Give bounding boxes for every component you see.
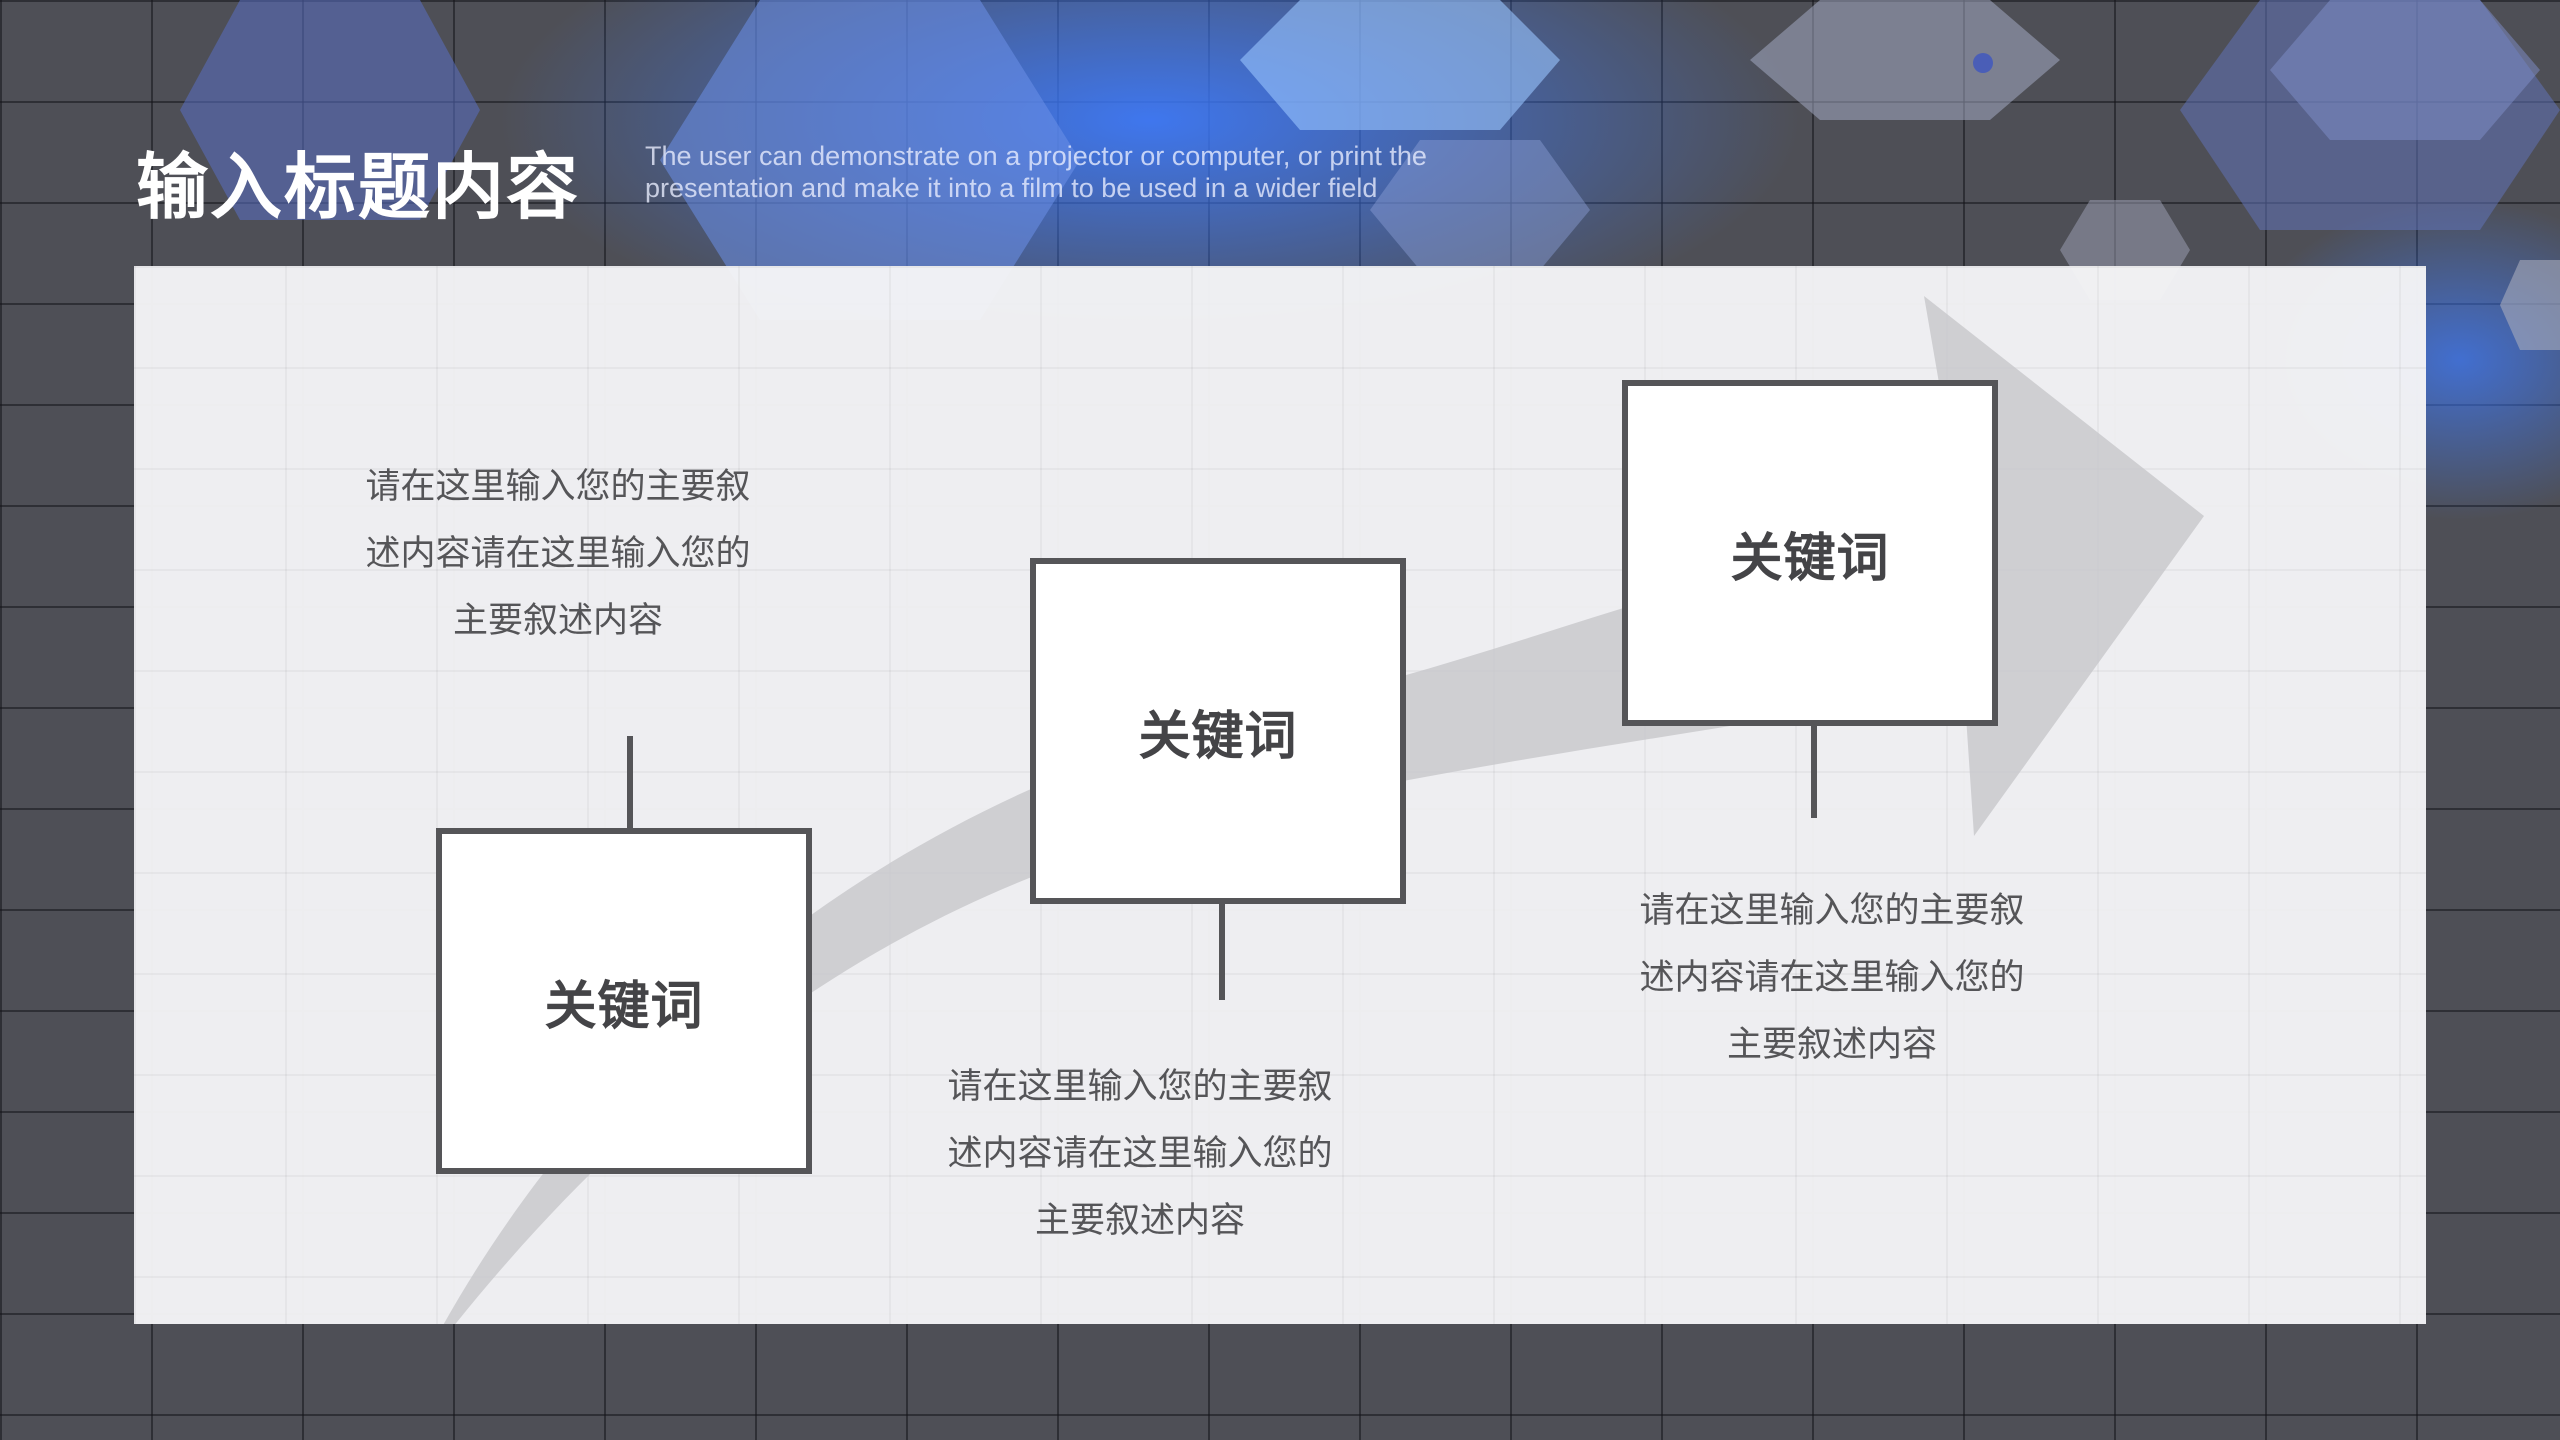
step-1-desc-line-3: 主要叙述内容 [452, 601, 663, 641]
step-2-keyword-box: 关键词 [1030, 558, 1406, 904]
step-2-description: 请在这里输入您的主要叙 述内容请在这里输入您的 主要叙述内容 [920, 1054, 1360, 1255]
step-1-keyword: 关键词 [544, 976, 704, 1037]
step-3-description: 请在这里输入您的主要叙 述内容请在这里输入您的 主要叙述内容 [1612, 878, 2052, 1079]
step-1-desc-line-2: 述内容请在这里输入您的 [365, 534, 751, 574]
step-3-keyword-box: 关键词 [1622, 380, 1998, 726]
step-3-desc-line-2: 述内容请在这里输入您的 [1639, 958, 2025, 998]
step-1-keyword-box: 关键词 [436, 828, 812, 1174]
step-1-desc-line-1: 请在这里输入您的主要叙 [365, 467, 751, 507]
content-panel: 请在这里输入您的主要叙 述内容请在这里输入您的 主要叙述内容 关键词 关键词 请… [134, 266, 2426, 1324]
step-2-keyword: 关键词 [1138, 706, 1298, 767]
page-subtitle: The user can demonstrate on a projector … [645, 141, 1427, 203]
step-3-keyword: 关键词 [1730, 528, 1890, 589]
growth-arrow-graphic [443, 296, 2204, 1324]
step-2-desc-line-1: 请在这里输入您的主要叙 [947, 1067, 1333, 1107]
step-3-desc-line-3: 主要叙述内容 [1726, 1025, 1937, 1065]
step-2-desc-line-2: 述内容请在这里输入您的 [947, 1134, 1333, 1174]
step-1-description: 请在这里输入您的主要叙 述内容请在这里输入您的 主要叙述内容 [338, 454, 778, 655]
step-1-connector [627, 736, 633, 830]
page-title: 输入标题内容 [136, 145, 581, 229]
step-3-connector [1811, 724, 1817, 818]
step-2-connector [1219, 902, 1225, 1000]
step-2-desc-line-3: 主要叙述内容 [1034, 1201, 1245, 1241]
step-3-desc-line-1: 请在这里输入您的主要叙 [1639, 891, 2025, 931]
